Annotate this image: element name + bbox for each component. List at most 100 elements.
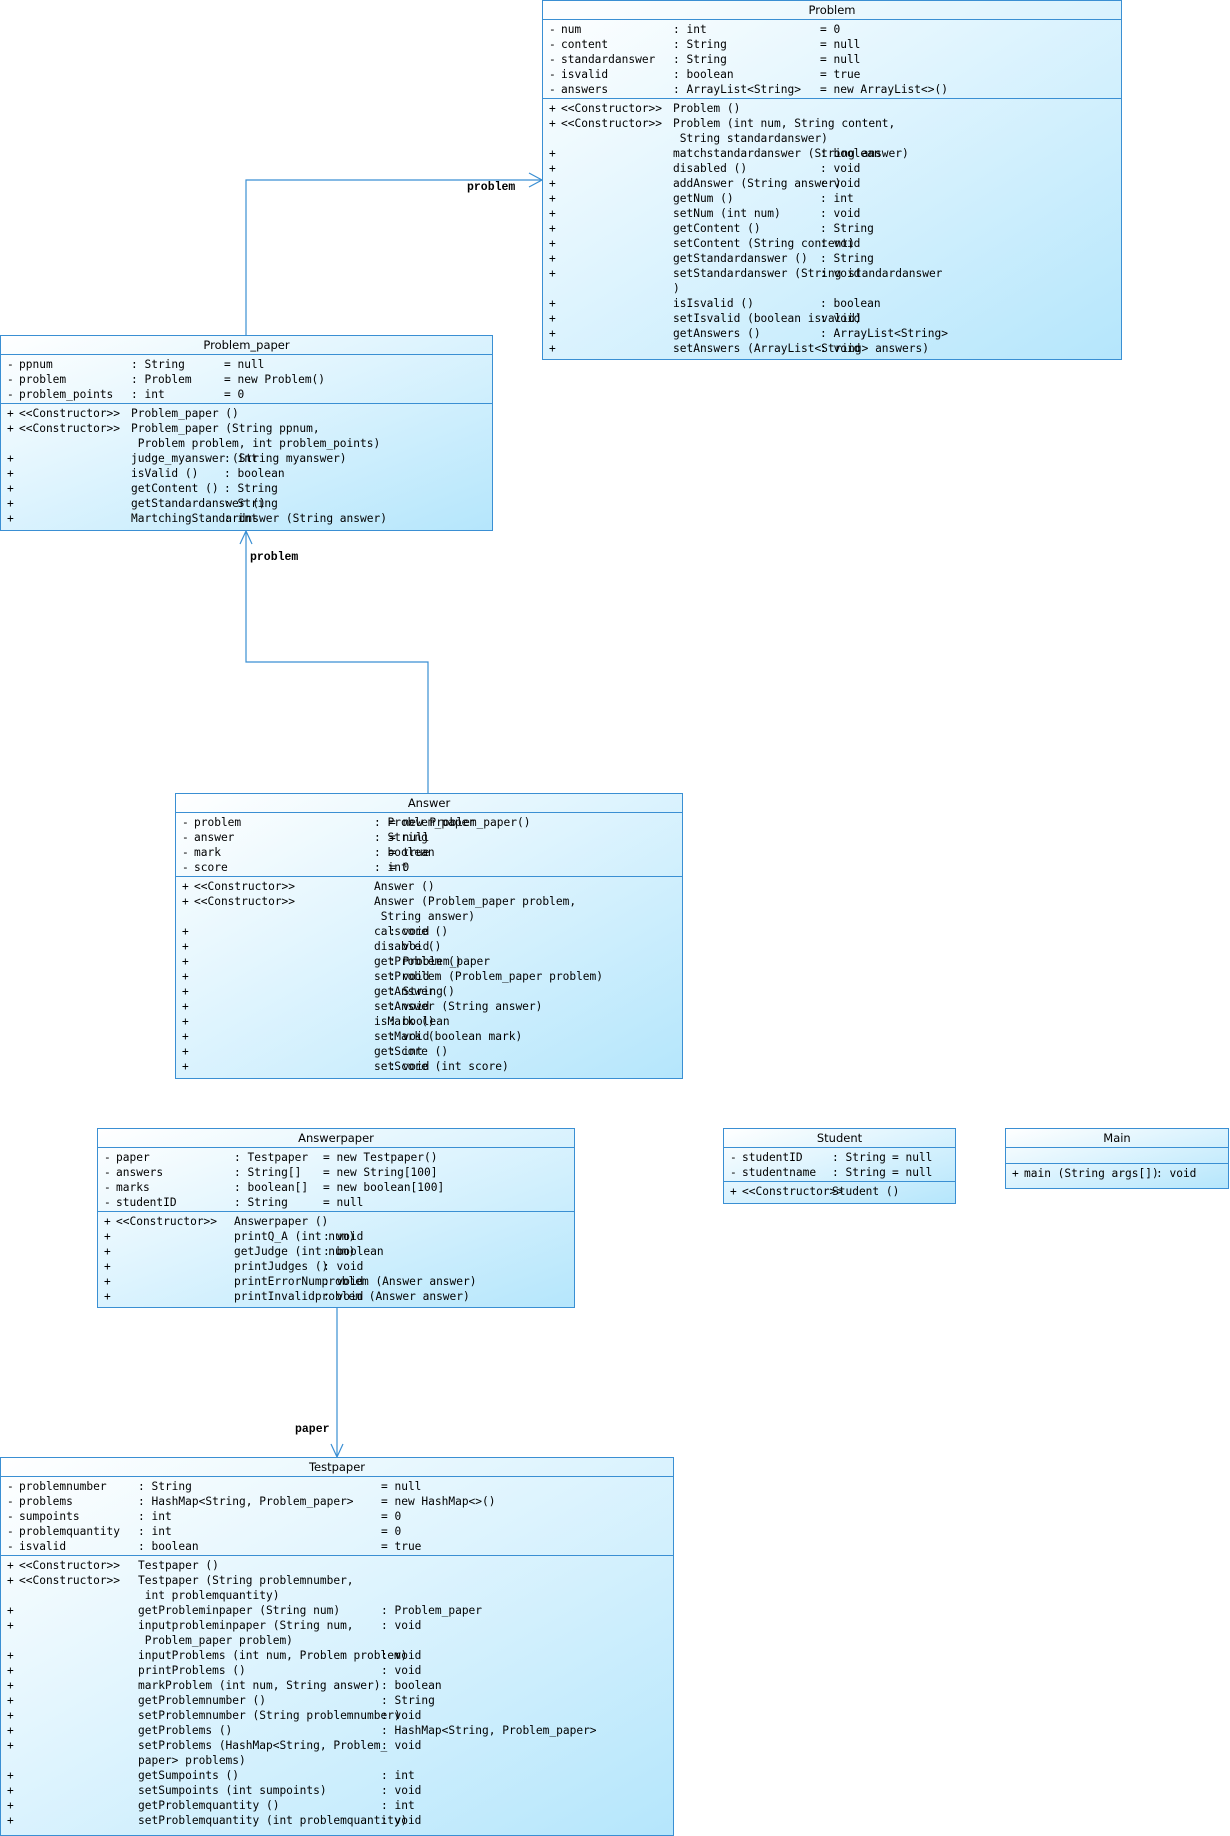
member-type: getContent () [131, 482, 219, 495]
class-testpaper[interactable]: Testpaper-problemnumber: String= null-pr… [0, 1457, 674, 1836]
operation-row: +judge_myanswer (String myanswer): int [1, 451, 492, 466]
member-value: : ArrayList<String> [820, 327, 948, 340]
operation-row: +setAnswer (String answer): void [176, 999, 682, 1014]
visibility-marker: + [104, 1215, 111, 1228]
member-value: = null [820, 38, 861, 51]
visibility-marker: + [549, 267, 556, 280]
member-type: setAnswers (ArrayList<String> answers) [673, 342, 929, 355]
operation-row: +getProbleminpaper (String num): Problem… [1, 1603, 673, 1618]
member-type: calscore () [374, 925, 449, 938]
member-value: : boolean [381, 1679, 442, 1692]
class-answerpaper[interactable]: Answerpaper-paper: Testpaper= new Testpa… [97, 1128, 575, 1308]
visibility-marker: + [182, 895, 189, 908]
member-name: problem [194, 816, 242, 829]
operations-compartment: +<<Constructor>>Testpaper ()+<<Construct… [1, 1556, 673, 1829]
operation-row: +getAnswers (): ArrayList<String> [543, 326, 1121, 341]
member-value: : void [820, 312, 861, 325]
visibility-marker: + [182, 985, 189, 998]
member-name: studentname [742, 1166, 817, 1179]
member-type: Testpaper (String problemnumber, [138, 1574, 354, 1587]
attribute-row: -problem: Problem= new Problem() [1, 372, 492, 387]
visibility-marker: + [7, 407, 14, 420]
visibility-marker: + [549, 252, 556, 265]
visibility-marker: - [7, 1510, 14, 1523]
operation-row: +getContent (): String [543, 221, 1121, 236]
member-type: getScore () [374, 1045, 449, 1058]
member-value: : void [820, 207, 861, 220]
member-value: = true [381, 1540, 422, 1553]
member-value: : HashMap<String, Problem_paper> [381, 1724, 597, 1737]
member-type: : HashMap<String, Problem_paper> [138, 1495, 354, 1508]
class-main[interactable]: Main+main (String args[]): void [1005, 1128, 1229, 1189]
member-type: : String [673, 38, 727, 51]
member-name: main (String args[]) [1024, 1167, 1159, 1180]
member-name: content [561, 38, 609, 51]
member-value: : void [820, 237, 861, 250]
class-problem-paper[interactable]: Problem_paper-ppnum: String= null-proble… [0, 335, 493, 531]
attributes-compartment: -paper: Testpaper= new Testpaper()-answe… [98, 1148, 574, 1212]
operation-row: String answer) [176, 909, 682, 924]
member-name: <<Constructor>> [19, 1574, 121, 1587]
member-type: isIsvalid () [673, 297, 754, 310]
attributes-compartment: -num: int= 0-content: String= null-stand… [543, 20, 1121, 99]
operation-row: +setProblemnumber (String problemnumber)… [1, 1708, 673, 1723]
class-student[interactable]: Student-studentID: String= null-studentn… [723, 1128, 956, 1204]
class-problem[interactable]: Problem-num: int= 0-content: String= nul… [542, 0, 1122, 360]
attribute-row: -problemnumber: String= null [1, 1479, 673, 1494]
member-type: setSumpoints (int sumpoints) [138, 1784, 327, 1797]
operation-row: +setAnswers (ArrayList<String> answers):… [543, 341, 1121, 356]
member-name: sumpoints [19, 1510, 80, 1523]
association-label: paper [295, 1423, 330, 1436]
visibility-marker: - [7, 373, 14, 386]
attribute-row: -studentID: String= null [724, 1150, 955, 1165]
member-type: : int [131, 388, 165, 401]
operation-row: +setNum (int num): void [543, 206, 1121, 221]
member-type: : Testpaper [234, 1151, 309, 1164]
member-name: answers [116, 1166, 164, 1179]
operation-row: +addAnswer (String answer): void [543, 176, 1121, 191]
visibility-marker: + [104, 1290, 111, 1303]
member-value: : void [389, 940, 430, 953]
member-type: : boolean [673, 68, 734, 81]
member-value: : void [389, 1000, 430, 1013]
member-type: : boolean[] [234, 1181, 309, 1194]
member-type: String standardanswer) [673, 132, 828, 145]
member-type: disabled () [673, 162, 748, 175]
operation-row: +isMark (): boolean [176, 1014, 682, 1029]
attribute-row: -isvalid: boolean= true [543, 67, 1121, 82]
class-name: Answerpaper [98, 1129, 574, 1148]
member-value: : void [820, 342, 861, 355]
member-value: : void [323, 1260, 364, 1273]
member-value: : String [381, 1694, 435, 1707]
visibility-marker: + [549, 207, 556, 220]
member-value: : void [323, 1275, 364, 1288]
member-type: Testpaper () [138, 1559, 219, 1572]
member-type: getProblem () [374, 955, 462, 968]
member-name: <<Constructor>> [19, 422, 121, 435]
operation-row: +getStandardanswer (): String [543, 251, 1121, 266]
member-name: mark [194, 846, 221, 859]
operation-row: +markProblem (int num, String answer): b… [1, 1678, 673, 1693]
visibility-marker: + [1012, 1167, 1019, 1180]
member-type: addAnswer (String answer) [673, 177, 842, 190]
member-type: getAnswers () [673, 327, 761, 340]
member-type: printQ_A (int num) [234, 1230, 356, 1243]
visibility-marker: + [7, 482, 14, 495]
attribute-row: -marks: boolean[]= new boolean[100] [98, 1180, 574, 1195]
visibility-marker: + [549, 297, 556, 310]
arrowhead-open-icon [239, 529, 253, 545]
visibility-marker: - [104, 1181, 111, 1194]
operation-row: +isIsvalid (): boolean [543, 296, 1121, 311]
visibility-marker: + [7, 1604, 14, 1617]
class-answer[interactable]: Answer-problem: Problem_paper= new Probl… [175, 793, 683, 1079]
member-value: : boolean [323, 1245, 384, 1258]
member-name: problem_points [19, 388, 114, 401]
visibility-marker: + [7, 1619, 14, 1632]
visibility-marker: + [549, 117, 556, 130]
operation-row: +printJudges (): void [98, 1259, 574, 1274]
visibility-marker: + [182, 1045, 189, 1058]
member-name: marks [116, 1181, 150, 1194]
class-name: Main [1006, 1129, 1228, 1148]
visibility-marker: + [549, 192, 556, 205]
visibility-marker: + [182, 925, 189, 938]
